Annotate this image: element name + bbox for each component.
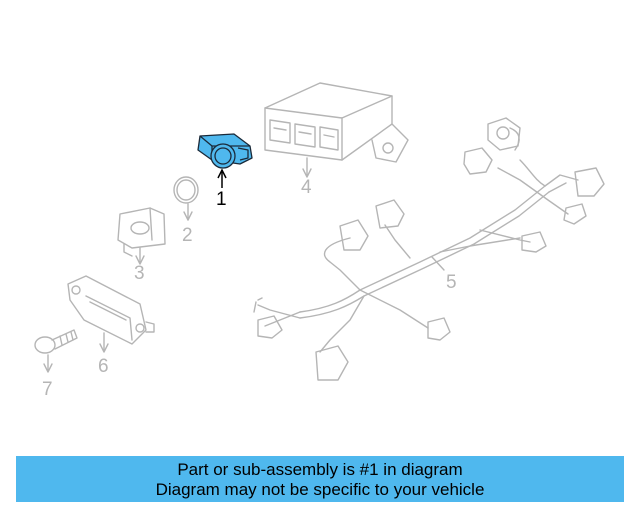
leader-arrow-4: [302, 168, 312, 178]
leader-arrow-3: [135, 255, 145, 265]
part-5-wiring-harness[interactable]: [253, 117, 605, 381]
callout-4[interactable]: 4: [301, 177, 312, 198]
callout-6[interactable]: 6: [98, 356, 109, 377]
callout-7[interactable]: 7: [42, 379, 53, 400]
leader-arrow-6: [99, 343, 109, 353]
part-6-sensor-module[interactable]: [67, 275, 155, 345]
callout-3[interactable]: 3: [134, 263, 145, 284]
leader-arrow-7: [43, 363, 53, 373]
part-1-parking-sensor[interactable]: [197, 133, 253, 169]
leader-line-5: [431, 256, 445, 271]
banner-line-2: Diagram may not be specific to your vehi…: [155, 480, 485, 499]
callout-5[interactable]: 5: [446, 272, 457, 293]
leader-arrow-2: [183, 211, 193, 221]
part-7-bolt[interactable]: [34, 329, 78, 354]
leader-arrow-1: [217, 168, 227, 179]
part-2-grommet[interactable]: [173, 176, 199, 204]
diagram-notice-banner: Part or sub-assembly is #1 in diagram Di…: [16, 456, 624, 502]
callout-1[interactable]: 1: [216, 189, 227, 210]
parts-diagram: [34, 82, 605, 381]
part-3-bracket[interactable]: [117, 207, 166, 257]
banner-line-1: Part or sub-assembly is #1 in diagram: [177, 460, 463, 479]
part-4-control-module[interactable]: [264, 82, 409, 163]
callout-2[interactable]: 2: [182, 225, 193, 246]
